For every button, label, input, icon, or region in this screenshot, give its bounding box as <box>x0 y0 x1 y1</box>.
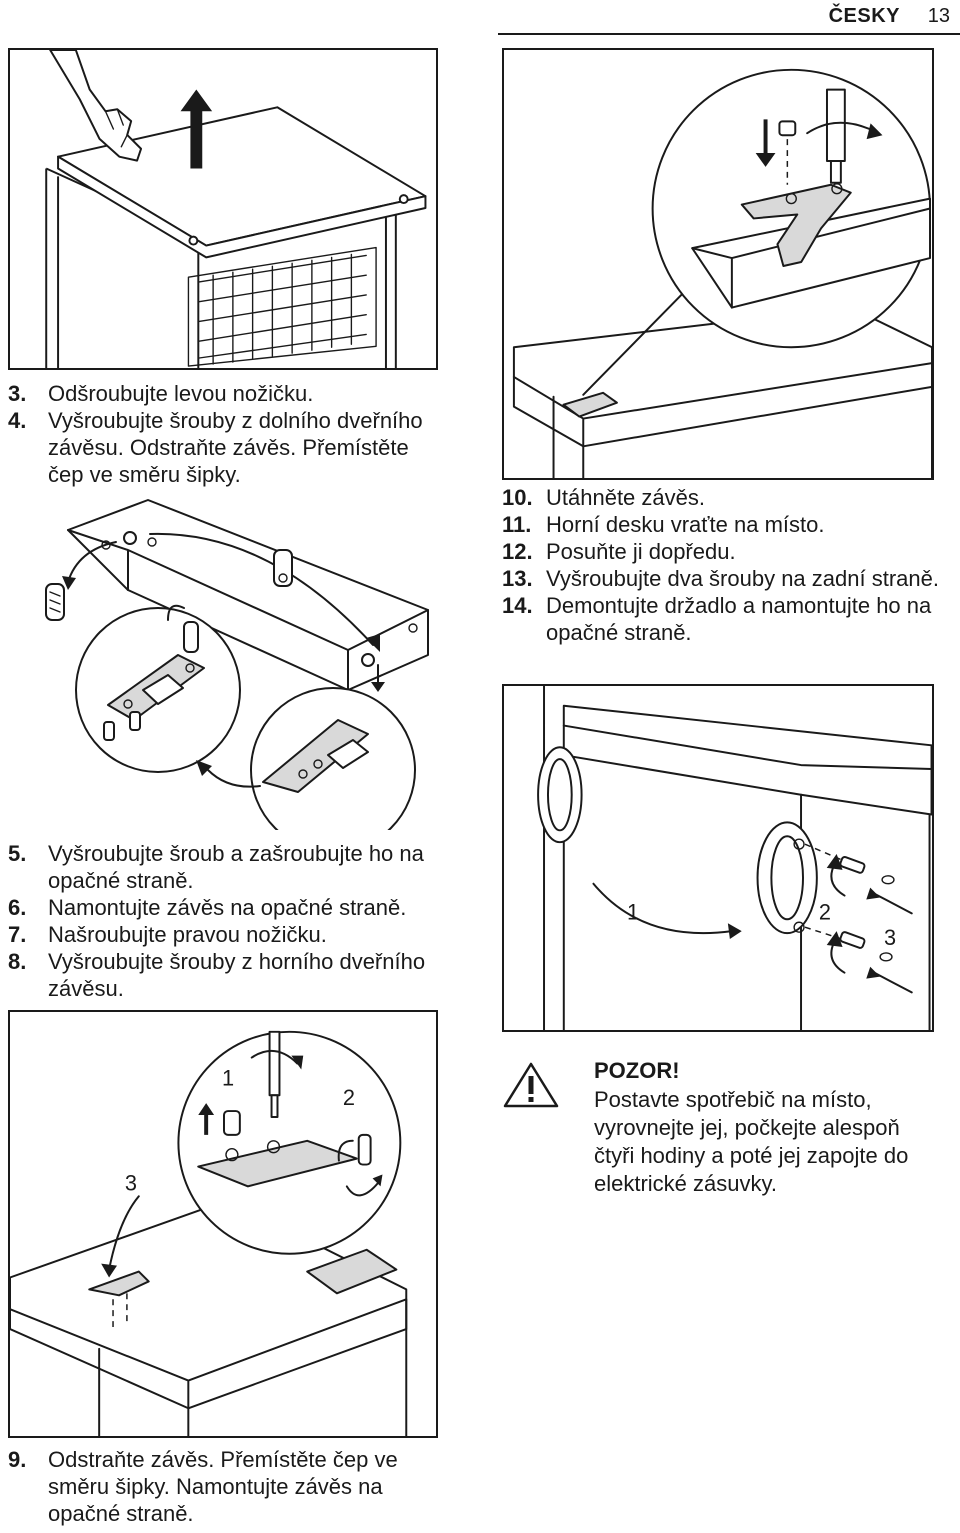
warning-text: Postavte spotřebič na místo, vyrovnejte … <box>594 1087 909 1196</box>
hinge-bracket <box>740 183 852 267</box>
steps-5-8: 5.Vyšroubujte šroub a zašroubujte ho na … <box>8 840 458 1002</box>
warning-title: POZOR! <box>594 1058 680 1083</box>
arrow-up-icon <box>180 89 213 169</box>
door-handle-icon <box>537 746 583 844</box>
step-6: 6.Namontujte závěs na opačné straně. <box>8 895 407 920</box>
tighten-hinge-illustration <box>512 68 932 478</box>
hinge-bracket-right <box>262 719 369 793</box>
step-5: 5.Vyšroubujte šroub a zašroubujte ho na … <box>8 841 424 893</box>
door-handle-icon <box>756 821 818 935</box>
header-language: ČESKY <box>828 5 900 27</box>
pin-icon <box>337 1133 383 1197</box>
screw-icon <box>103 711 141 741</box>
page-number: 13 <box>927 5 950 27</box>
figure-door-handle: 1 2 3 <box>502 684 934 1032</box>
warning-triangle-icon <box>503 1062 559 1108</box>
label-3: 3 <box>884 925 896 950</box>
zoom-circle <box>177 1030 402 1255</box>
figure-top-hinge: 1 2 3 <box>8 1010 438 1438</box>
screw-icon <box>839 856 895 962</box>
lift-worktop-illustration <box>45 50 427 368</box>
pin-icon <box>167 604 199 653</box>
figure-lift-worktop <box>8 48 438 370</box>
step-9: 9.Odstraňte závěs. Přemístěte čep ve smě… <box>8 1447 398 1526</box>
label-3: 3 <box>125 1170 137 1195</box>
screwdriver-icon <box>250 1030 304 1118</box>
arrow-down-icon <box>755 119 776 167</box>
step-8: 8.Vyšroubujte šrouby z horního dveřního … <box>8 949 426 1001</box>
hinge-bracket <box>197 1139 358 1188</box>
step-13: 13.Vyšroubujte dva šrouby na zadní stran… <box>502 566 939 591</box>
step-3: 3.Odšroubujte levou nožičku. <box>8 381 314 406</box>
page-header: ČESKY 13 <box>0 0 960 35</box>
step-14: 14.Demontujte držadlo a namontujte ho na… <box>502 593 932 645</box>
top-hinge-illustration: 1 2 3 <box>10 1030 408 1436</box>
label-2: 2 <box>343 1085 355 1110</box>
step-12: 12.Posuňte ji dopředu. <box>502 539 736 564</box>
label-2: 2 <box>819 899 831 924</box>
label-1: 1 <box>627 899 639 924</box>
header-rule <box>498 33 960 35</box>
steps-9: 9.Odstraňte závěs. Přemístěte čep ve smě… <box>8 1446 458 1527</box>
screw-icon <box>755 119 797 185</box>
screw-icon <box>273 549 293 587</box>
step-11: 11.Horní desku vraťte na místo. <box>502 512 825 537</box>
condenser-coil <box>187 246 377 367</box>
steps-3-4: 3.Odšroubujte levou nožičku. 4.Vyšroubuj… <box>8 380 428 488</box>
step-7: 7.Našroubujte pravou nožičku. <box>8 922 327 947</box>
step-4: 4.Vyšroubujte šrouby z dolního dveřního … <box>8 408 423 487</box>
screw-icon <box>45 583 65 621</box>
hinge-on-door <box>88 1270 150 1297</box>
door-handle-illustration: 1 2 3 <box>537 686 932 1030</box>
label-1: 1 <box>222 1065 234 1090</box>
figure-tighten-hinge <box>502 48 934 480</box>
figure-bottom-hinge <box>8 490 438 853</box>
screw-icon <box>198 1103 241 1136</box>
step-10: 10.Utáhněte závěs. <box>502 485 705 510</box>
steps-10-14: 10.Utáhněte závěs. 11.Horní desku vraťte… <box>502 484 942 646</box>
hinge-on-door <box>562 391 618 418</box>
hand-icon <box>49 50 143 162</box>
screwdriver-icon <box>806 88 883 184</box>
bottom-hinge-illustration <box>45 499 429 853</box>
